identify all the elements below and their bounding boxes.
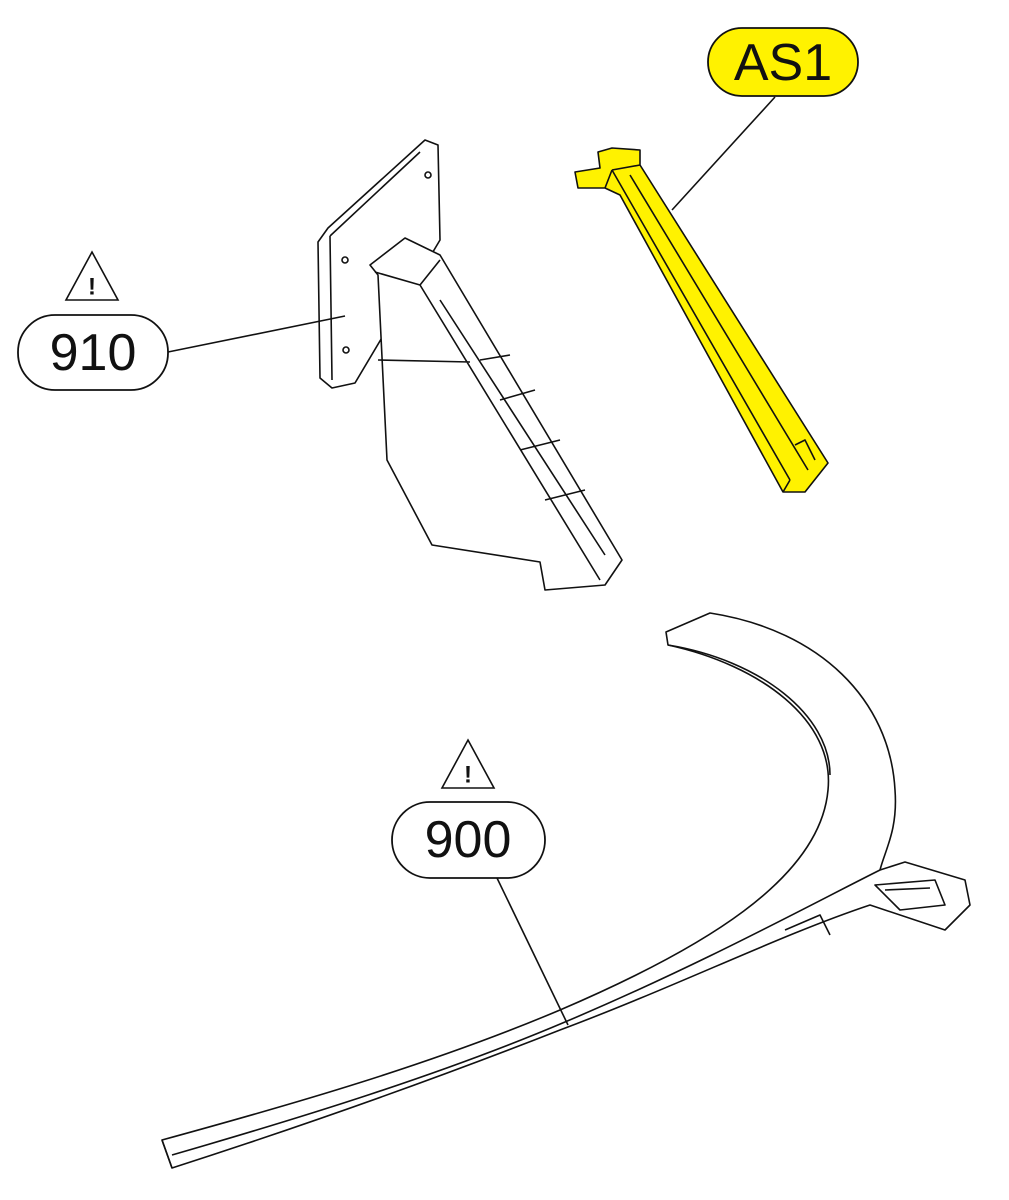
warning-icon-900: ! bbox=[440, 738, 496, 789]
part-as1-bracket bbox=[574, 147, 829, 493]
svg-text:!: ! bbox=[88, 274, 96, 301]
callout-as1[interactable]: AS1 bbox=[707, 27, 859, 97]
callout-910[interactable]: 910 bbox=[17, 314, 169, 391]
warning-icon-910: ! bbox=[64, 250, 120, 301]
callout-900-label: 900 bbox=[425, 811, 512, 869]
callout-as1-label: AS1 bbox=[734, 34, 832, 92]
leader-line-900 bbox=[496, 877, 569, 1026]
leader-line-910 bbox=[167, 315, 346, 353]
callout-900[interactable]: 900 bbox=[391, 801, 546, 879]
svg-text:!: ! bbox=[464, 762, 472, 789]
callout-910-label: 910 bbox=[50, 324, 137, 382]
part-910-stand-neck bbox=[317, 139, 623, 591]
part-900-stand-base bbox=[161, 612, 971, 1169]
leader-line-as1 bbox=[671, 96, 776, 211]
